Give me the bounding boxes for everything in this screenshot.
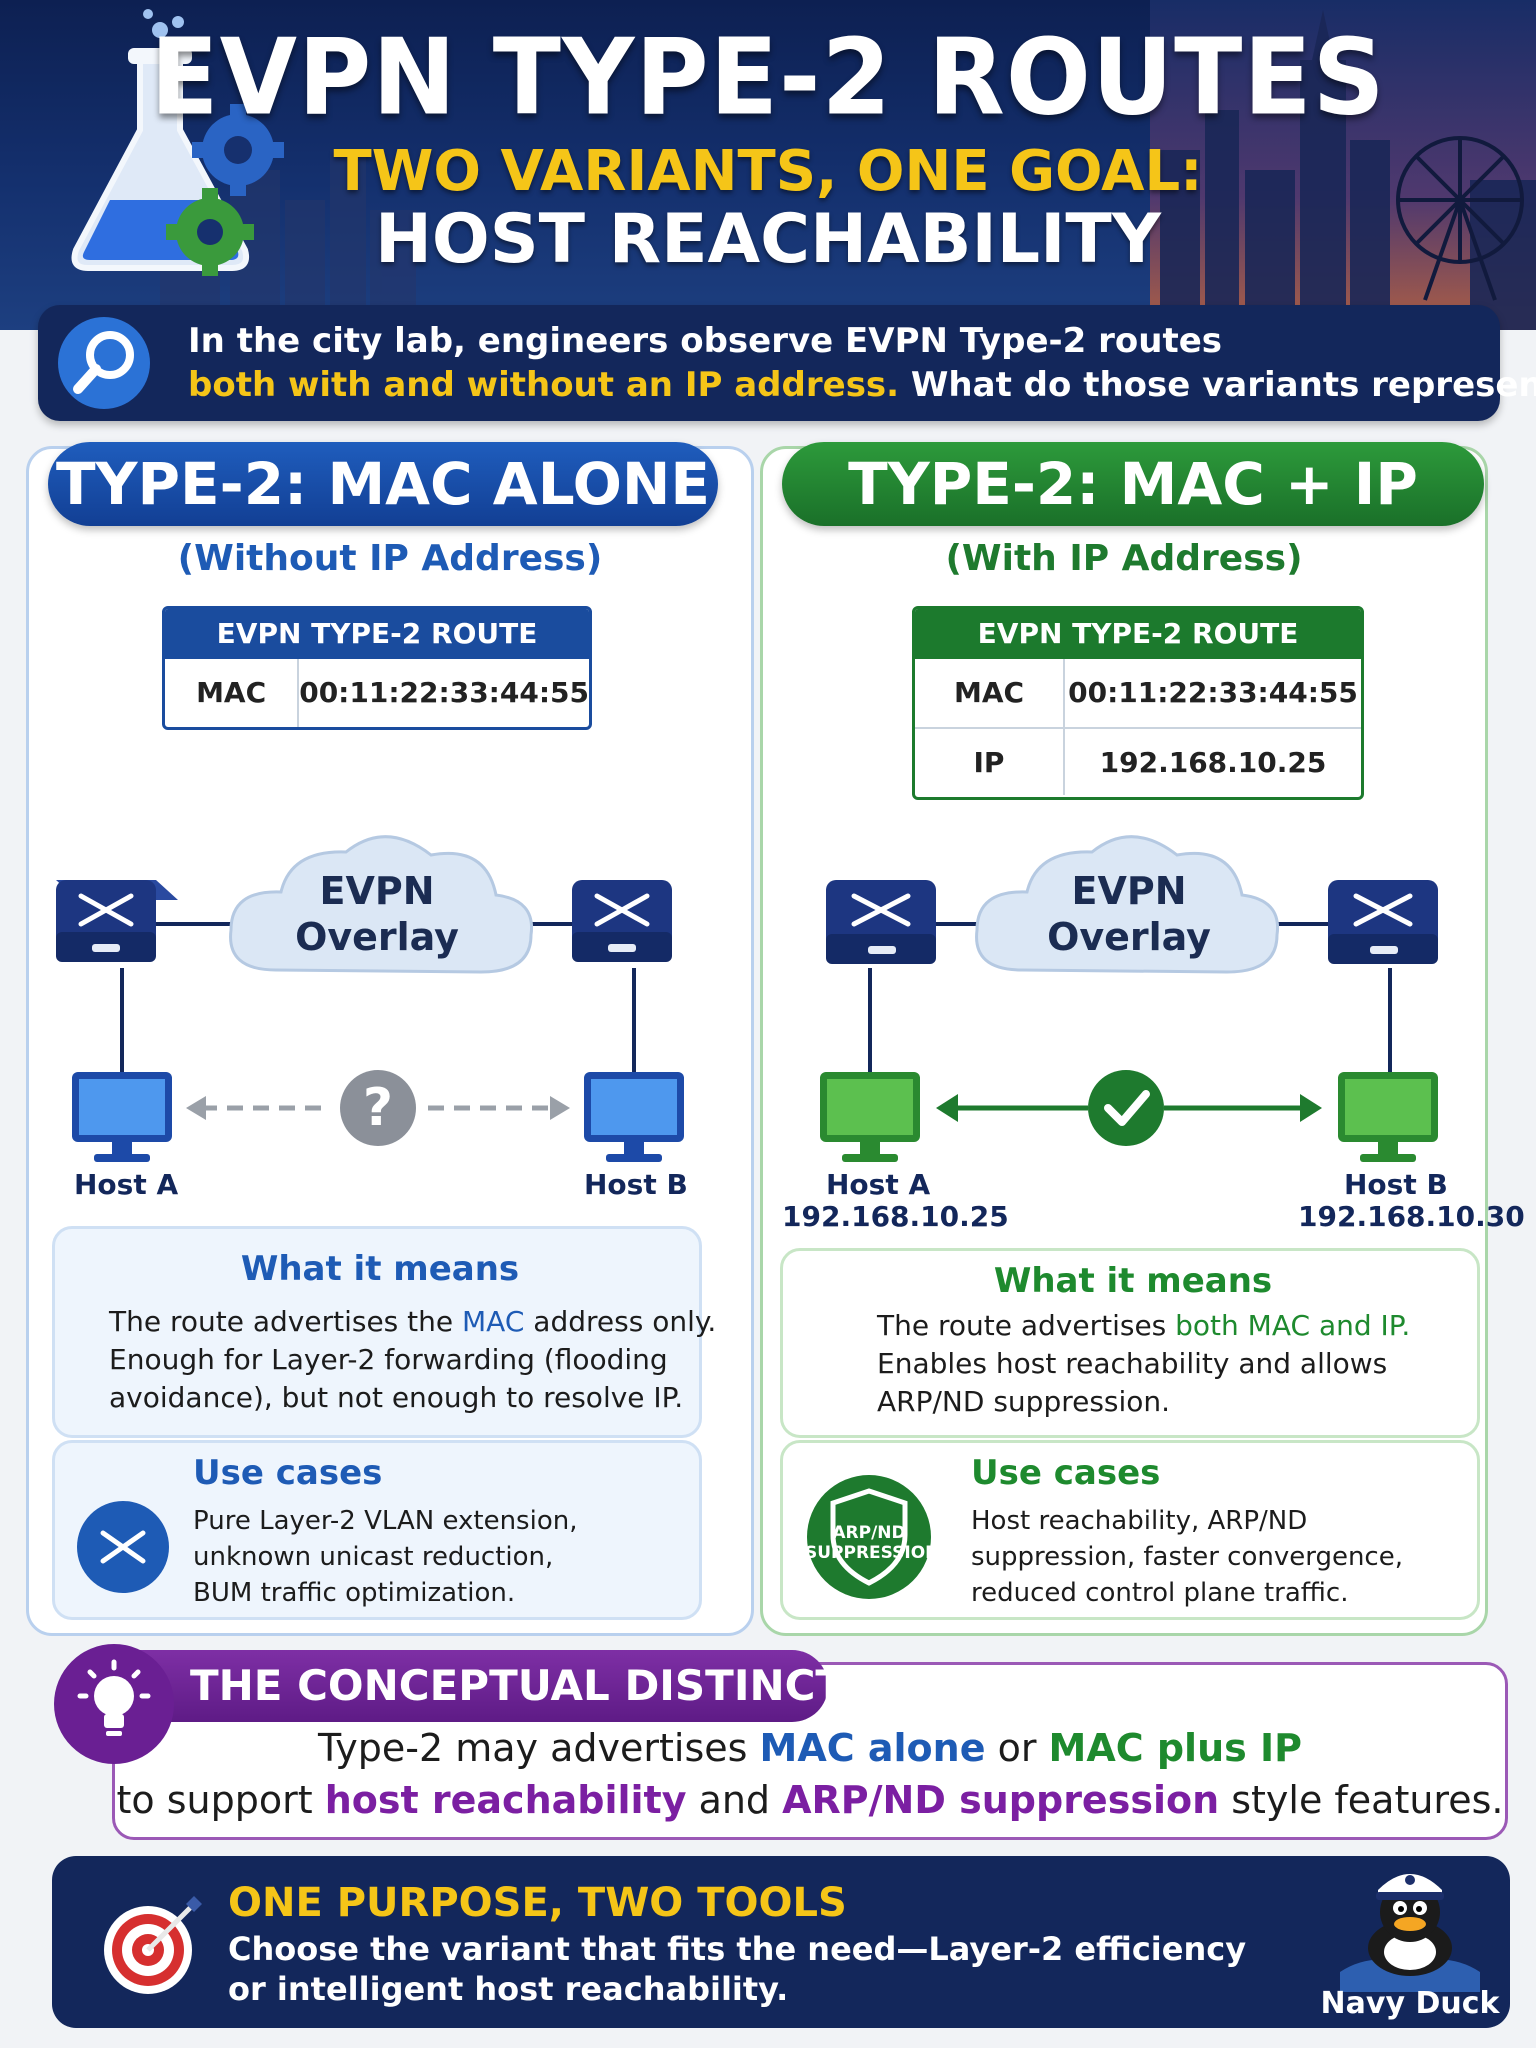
what-it-means-line3: ARP/ND suppression. <box>877 1385 1171 1418</box>
page-subtitle-line1: TWO VARIANTS, ONE GOAL: <box>333 139 1203 204</box>
shield-icon <box>807 1475 931 1599</box>
question-mark: ? <box>362 1078 394 1138</box>
lightbulb-icon <box>54 1644 174 1764</box>
host-b-ip: 192.168.10.30 <box>1298 1200 1525 1233</box>
question-icon <box>340 1070 416 1146</box>
banner-line2: or intelligent host reachability. <box>228 1970 789 2008</box>
magnifier-icon <box>58 317 150 409</box>
route-table-header: EVPN TYPE-2 ROUTE <box>165 609 589 659</box>
navy-duck-logo-icon <box>1340 1874 1480 1992</box>
route-table-row: MAC 00:11:22:33:44:55 <box>165 659 589 727</box>
monitor-icon <box>72 1072 172 1162</box>
monitor-icon <box>1338 1072 1438 1162</box>
use-case-line3: reduced control plane traffic. <box>971 1578 1349 1608</box>
what-it-means-line2: Enables host reachability and allows <box>877 1347 1388 1380</box>
concept-line2: to support host reachability and ARP/ND … <box>116 1778 1504 1822</box>
target-icon <box>104 1896 202 1994</box>
use-case-line1: Host reachability, ARP/ND <box>971 1506 1308 1536</box>
what-it-means-mac-plus-ip: What it means The route advertises both … <box>780 1248 1480 1438</box>
navy-duck-brand: Navy Duck <box>1320 1986 1500 2021</box>
panel-title-mac-alone: TYPE-2: MAC ALONE <box>48 442 718 526</box>
banner-title: ONE PURPOSE, TWO TOOLS <box>228 1880 847 1926</box>
route-table-mac-alone: EVPN TYPE-2 ROUTE MAC 00:11:22:33:44:55 <box>162 606 592 730</box>
switch-icon <box>572 880 672 962</box>
use-cases-title: Use cases <box>193 1453 383 1493</box>
route-table-mac-plus-ip: EVPN TYPE-2 ROUTE MAC 00:11:22:33:44:55 … <box>912 606 1364 800</box>
switch-icon <box>1328 880 1438 964</box>
cloud-icon <box>975 835 1280 974</box>
intro-bar: In the city lab, engineers observe EVPN … <box>38 305 1536 421</box>
diagram-mac-plus-ip <box>820 835 1438 1162</box>
what-it-means-line1: The route advertises the MAC address onl… <box>109 1305 717 1338</box>
concept-line1: Type-2 may advertises MAC alone or MAC p… <box>318 1726 1302 1770</box>
host-b-label: Host B <box>1344 1168 1448 1201</box>
host-b-label: Host B <box>584 1168 688 1201</box>
header-banner: EVPN TYPE-2 ROUTES TWO VARIANTS, ONE GOA… <box>0 0 1536 330</box>
cloud-icon <box>229 835 534 974</box>
what-it-means-title: What it means <box>240 1249 520 1289</box>
route-table-row: MAC 00:11:22:33:44:55 <box>915 659 1361 727</box>
route-table-row: IP 192.168.10.25 <box>915 727 1361 795</box>
switch-icon <box>826 880 936 964</box>
what-it-means-line1: The route advertises both MAC and IP. <box>877 1309 1411 1342</box>
monitor-icon <box>584 1072 684 1162</box>
what-it-means-title: What it means <box>993 1261 1273 1301</box>
checkmark-icon <box>1088 1070 1164 1146</box>
bottom-banner <box>52 1856 1510 2028</box>
host-a-label: Host A <box>74 1168 179 1201</box>
route-table-header: EVPN TYPE-2 ROUTE <box>915 609 1361 659</box>
what-it-means-mac-alone: What it means The route advertises the M… <box>52 1226 716 1438</box>
intro-line2: both with and without an IP address. Wha… <box>188 365 1536 405</box>
layer2-switch-icon <box>77 1501 169 1593</box>
switch-icon <box>56 880 178 962</box>
use-case-line2: unknown unicast reduction, <box>193 1542 554 1572</box>
banner-line1: Choose the variant that fits the need—La… <box>228 1930 1247 1968</box>
what-it-means-line3: avoidance), but not enough to resolve IP… <box>109 1381 684 1414</box>
intro-line1: In the city lab, engineers observe EVPN … <box>188 321 1222 361</box>
panel-title-mac-plus-ip: TYPE-2: MAC + IP <box>782 442 1484 526</box>
use-case-line2: suppression, faster convergence, <box>971 1542 1403 1572</box>
city-skyline-illustration <box>71 0 1536 330</box>
page-title: EVPN TYPE-2 ROUTES <box>150 16 1386 139</box>
panel-subtitle-mac-alone: (Without IP Address) <box>177 538 603 579</box>
use-cases-title: Use cases <box>971 1453 1161 1493</box>
use-cases-mac-alone: Use cases Pure Layer-2 VLAN extension, u… <box>52 1440 702 1620</box>
use-case-line3: BUM traffic optimization. <box>193 1578 516 1608</box>
diagram-mac-alone <box>56 835 684 1162</box>
host-a-ip: 192.168.10.25 <box>782 1200 1009 1233</box>
host-a-label: Host A <box>826 1168 931 1201</box>
what-it-means-line2: Enough for Layer-2 forwarding (flooding <box>109 1343 668 1376</box>
gear-icon <box>166 104 284 276</box>
monitor-icon <box>820 1072 920 1162</box>
conceptual-distinction-title: THE CONCEPTUAL DISTINCTION <box>118 1650 931 1722</box>
use-case-line1: Pure Layer-2 VLAN extension, <box>193 1506 578 1536</box>
page-subtitle-line2: HOST REACHABILITY <box>374 200 1162 279</box>
panel-subtitle-mac-plus-ip: (With IP Address) <box>945 538 1303 579</box>
